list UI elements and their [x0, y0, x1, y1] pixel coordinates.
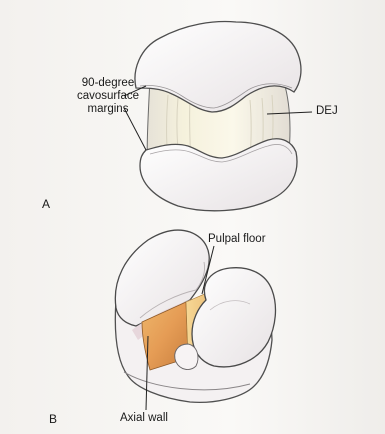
panel-a-tooth — [135, 22, 301, 211]
cavosurface-label-line-1: 90-degree — [66, 77, 150, 90]
panel-label-b: B — [49, 412, 57, 426]
cavosurface-label-line-2: cavosurface — [66, 90, 150, 103]
axial-wall-label: Axial wall — [120, 412, 168, 425]
pulpal-floor-label: Pulpal floor — [208, 233, 266, 246]
cavosurface-label-line-3: margins — [66, 103, 150, 116]
panel-b-tooth — [115, 230, 275, 402]
dej-label: DEJ — [316, 105, 338, 118]
cavosurface-margins-label: 90-degree cavosurface margins — [66, 77, 150, 116]
panel-label-a: A — [42, 197, 50, 211]
tooth-b-marginal-ridge — [175, 344, 198, 369]
